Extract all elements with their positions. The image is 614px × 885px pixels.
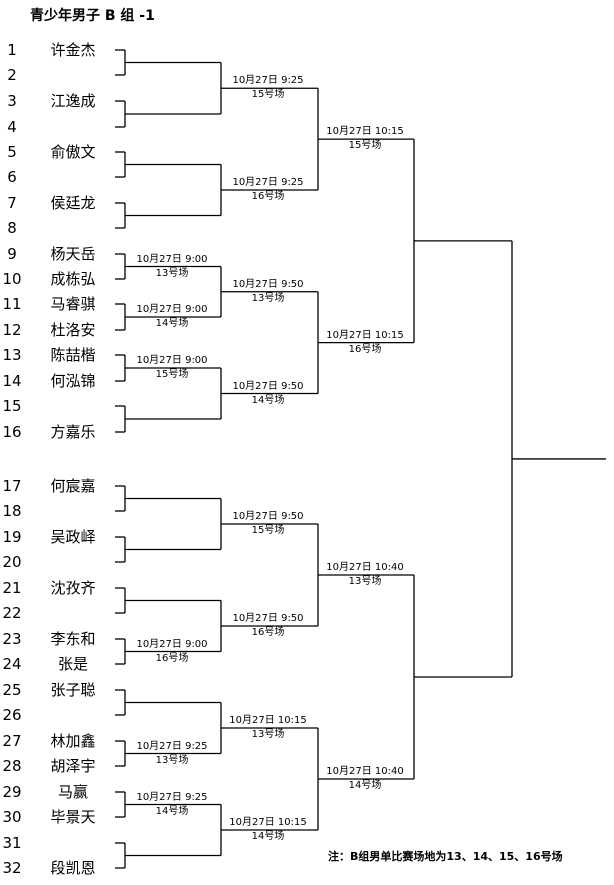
player-name: 许金杰 [50,41,96,59]
player-name: 马赢 [57,783,88,801]
match-court: 14号场 [155,805,189,817]
seed-number: 11 [2,295,22,313]
match-time: 10月27日 9:25 [232,177,304,188]
player-name: 吴政峄 [50,528,96,546]
match-court: 13号场 [155,267,189,279]
player-name: 沈孜齐 [50,579,96,597]
seed-number: 15 [2,397,22,415]
venue-note: 注：B组男单比赛场地为13、14、15、16号场 [328,850,563,863]
player-name: 何宸嘉 [50,477,96,495]
seed-number: 32 [2,859,22,877]
match-time: 10月27日 9:00 [136,253,208,265]
match-time: 10月27日 9:50 [232,278,304,290]
seed-number: 3 [7,92,17,110]
match-time: 10月27日 10:15 [229,817,307,828]
match-time: 10月27日 9:00 [136,304,208,315]
seed-number: 31 [2,834,22,852]
match-time: 10月27日 10:15 [326,126,404,138]
seed-number: 14 [2,372,22,390]
match-court: 15号场 [155,369,189,380]
match-time: 10月27日 10:15 [229,715,307,726]
match-time: 10月27日 9:25 [136,791,208,803]
seed-number: 17 [2,477,22,495]
seed-number: 18 [2,502,22,520]
bracket-title: 青少年男子 B 组 -1 [30,8,155,24]
player-name: 侯廷龙 [50,194,96,212]
seed-number: 7 [7,194,17,212]
seed-number: 28 [2,757,22,775]
match-time: 10月27日 10:40 [326,562,404,573]
player-name: 杜洛安 [50,321,96,339]
player-name: 方嘉乐 [50,423,96,441]
match-court: 14号场 [348,780,382,791]
match-time: 10月27日 9:50 [232,380,304,392]
player-name: 成栋弘 [50,270,96,288]
seed-number: 21 [2,579,22,597]
seed-number: 19 [2,528,22,546]
seed-number: 24 [2,655,22,673]
player-name: 俞傲文 [50,143,96,161]
player-name: 杨天岳 [50,245,96,263]
player-name: 江逸成 [50,92,96,110]
seed-number: 12 [2,321,22,339]
seed-number: 4 [7,118,17,136]
seed-number: 23 [2,630,22,648]
seed-number: 16 [2,423,22,441]
seed-number: 22 [2,604,22,622]
player-name: 陈喆楷 [50,346,96,364]
match-court: 16号场 [155,652,189,664]
match-time: 10月27日 9:00 [136,355,208,366]
player-name: 张子聪 [50,681,96,699]
match-time: 10月27日 10:15 [326,329,404,341]
seed-number: 9 [7,245,17,263]
match-court: 14号场 [251,394,285,406]
match-time: 10月27日 9:25 [136,740,208,752]
seed-number: 13 [2,346,22,364]
player-name: 段凯恩 [50,859,96,877]
player-name: 毕景天 [50,808,96,826]
player-name: 李东和 [50,630,96,648]
seed-number: 26 [2,706,22,724]
seed-number: 29 [2,783,22,801]
seed-number: 2 [7,66,17,84]
player-name: 张是 [57,655,88,673]
match-court: 13号场 [251,292,285,304]
seed-number: 25 [2,681,22,699]
seed-number: 6 [7,168,17,186]
match-time: 10月27日 9:00 [136,638,208,650]
match-court: 16号场 [348,343,382,355]
match-court: 14号场 [155,318,189,329]
player-name: 何泓锦 [50,372,96,390]
match-court: 15号场 [251,525,285,536]
seed-number: 30 [2,808,22,826]
match-court: 16号场 [251,191,285,202]
seed-number: 5 [7,143,17,161]
match-time: 10月27日 9:50 [232,613,304,624]
match-time: 10月27日 10:40 [326,766,404,777]
match-court: 14号场 [251,831,285,842]
match-time: 10月27日 9:25 [232,75,304,87]
seed-number: 27 [2,732,22,750]
seed-number: 8 [7,219,17,237]
match-court: 13号场 [155,754,189,766]
player-name: 马睿骐 [50,295,96,313]
player-name: 林加鑫 [50,732,96,750]
match-court: 15号场 [251,89,285,101]
seed-number: 10 [2,270,22,288]
match-court: 13号场 [251,729,285,740]
seed-number: 20 [2,553,22,571]
match-court: 15号场 [348,140,382,152]
match-court: 16号场 [251,627,285,638]
match-time: 10月27日 9:50 [232,511,304,522]
seed-number: 1 [7,41,17,59]
player-name: 胡泽宇 [50,757,96,775]
match-court: 13号场 [348,576,382,587]
